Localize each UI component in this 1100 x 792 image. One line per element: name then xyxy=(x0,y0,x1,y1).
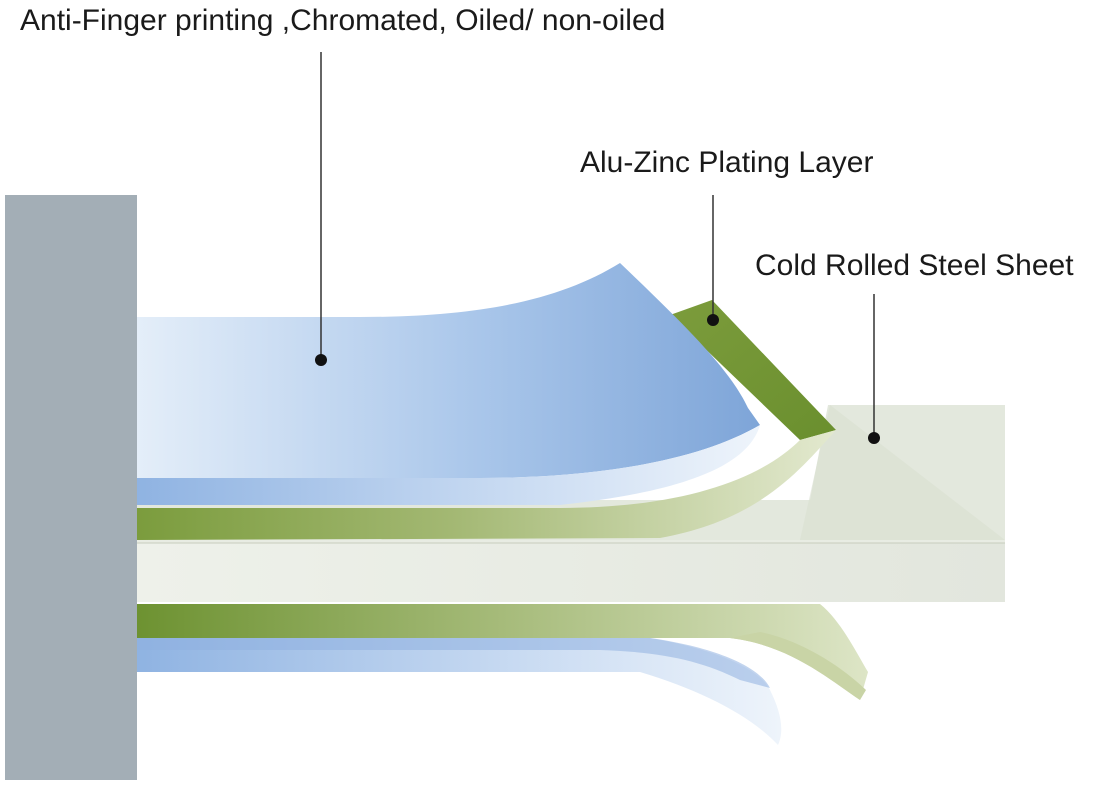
coating-upper-edge xyxy=(136,425,760,505)
leader-alu-zinc xyxy=(707,195,719,326)
coating-lower-dark xyxy=(136,638,770,688)
alu-zinc-lower-strip xyxy=(136,604,868,700)
leader-coating xyxy=(315,52,327,366)
clamp-block xyxy=(5,195,137,780)
label-coating: Anti-Finger printing ,Chromated, Oiled/ … xyxy=(20,4,666,37)
coating-lower-strip xyxy=(136,638,782,745)
steel-sheet-front-face xyxy=(136,543,1005,602)
alu-zinc-upper-strip xyxy=(136,430,836,540)
steel-sheet-top-face xyxy=(136,405,1005,540)
steel-sheet-bevel xyxy=(136,405,1005,548)
alu-zinc-upper-flap xyxy=(670,300,836,440)
alu-zinc-lower-edge xyxy=(730,632,866,700)
label-cold-rolled-steel: Cold Rolled Steel Sheet xyxy=(755,249,1074,282)
label-alu-zinc-layer: Alu-Zinc Plating Layer xyxy=(580,146,874,179)
coating-upper-surface xyxy=(136,263,760,478)
leader-steel xyxy=(868,294,880,444)
